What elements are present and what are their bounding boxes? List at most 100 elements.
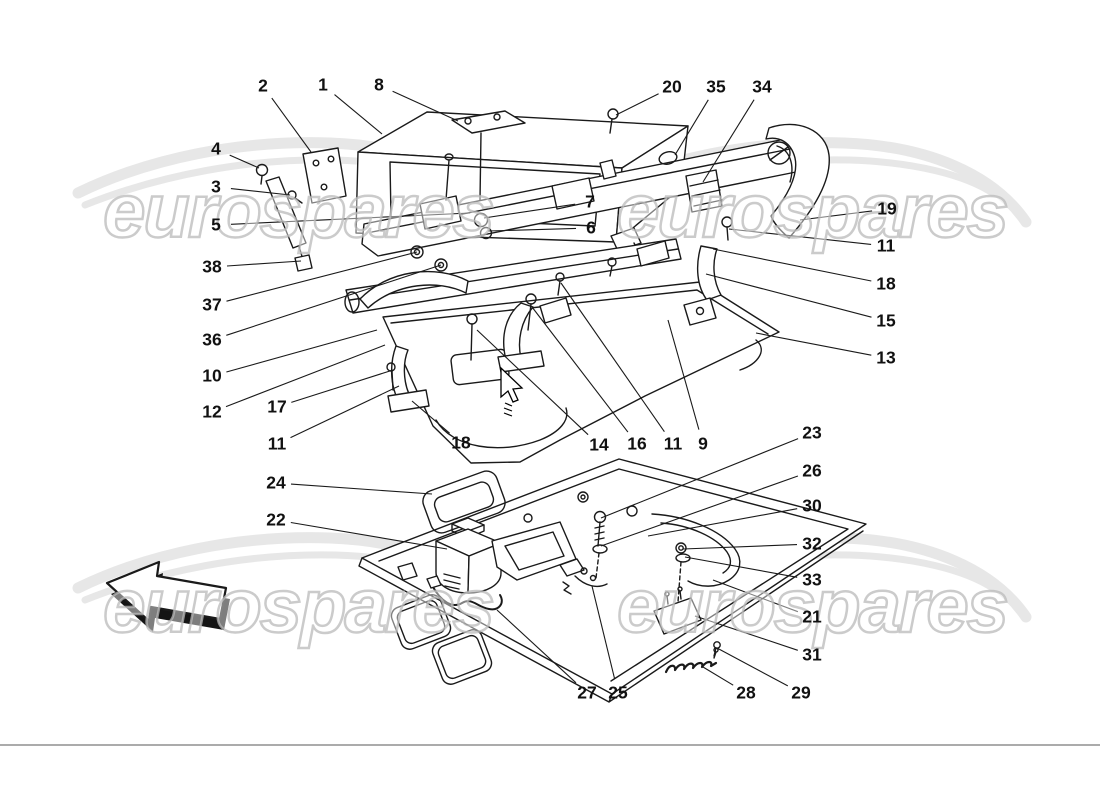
part-number-11[interactable]: 11 [663,433,683,454]
side-trim-panel [765,123,830,239]
part-number-23[interactable]: 23 [802,422,822,443]
part-number-11[interactable]: 11 [267,433,287,454]
part-number-18[interactable]: 18 [451,432,471,453]
leader-line-11 [290,385,400,439]
leader-line-27 [496,609,577,684]
watermark-text-group: eurospares eurospares eurospares eurospa… [102,168,1010,651]
part-number-15[interactable]: 15 [876,310,896,331]
leader-line-20 [615,93,659,116]
part-number-1[interactable]: 1 [318,74,328,95]
part-number-16[interactable]: 16 [627,433,647,454]
part-number-12[interactable]: 12 [202,401,222,422]
rubber-pad [658,151,723,213]
part-number-19[interactable]: 19 [877,198,897,219]
leader-line-18 [712,248,872,282]
part-number-36[interactable]: 36 [202,329,222,350]
leader-line-1 [334,94,383,135]
leader-line-6 [487,227,577,232]
leader-line-3 [230,188,291,196]
lid-panel [358,458,867,703]
part-number-13[interactable]: 13 [876,347,896,368]
diagram-art [105,108,867,703]
part-number-6[interactable]: 6 [586,217,596,238]
leader-line-7 [483,203,576,219]
watermark-text: eurospares [617,564,1007,649]
leader-lines [225,90,873,687]
part-number-22[interactable]: 22 [266,509,286,530]
part-number-34[interactable]: 34 [752,76,772,97]
part-number-21[interactable]: 21 [802,606,822,627]
leader-line-17 [291,369,394,403]
leader-line-21 [712,579,799,613]
lock-mechanism [491,521,608,595]
floor-panel [382,281,780,464]
part-number-4[interactable]: 4 [211,138,221,159]
leader-line-37 [226,251,418,302]
leader-line-2 [271,97,312,153]
leader-line-32 [682,544,798,550]
part-number-14[interactable]: 14 [589,434,609,455]
leader-line-22 [290,521,448,550]
part-number-29[interactable]: 29 [791,682,811,703]
leader-line-4 [229,154,260,169]
strap-bracket [683,216,733,326]
leader-line-12 [225,344,386,408]
leader-line-11 [560,282,665,433]
leader-line-10 [226,329,378,373]
part-number-18[interactable]: 18 [876,273,896,294]
leader-line-9 [667,319,700,430]
leader-line-11 [728,228,872,245]
part-number-2[interactable]: 2 [258,75,268,96]
hinge-plate [302,147,347,204]
leader-line-28 [702,666,734,686]
leader-line-18 [411,400,450,434]
leader-line-13 [755,332,872,356]
leader-line-23 [600,438,799,519]
part-number-31[interactable]: 31 [802,644,822,665]
part-number-35[interactable]: 35 [706,76,726,97]
part-number-38[interactable]: 38 [202,256,222,277]
leader-line-19 [799,210,873,221]
part-number-30[interactable]: 30 [802,495,822,516]
watermark-text: eurospares [103,169,493,254]
part-number-3[interactable]: 3 [211,176,221,197]
footer-divider-line [0,744,1100,746]
part-number-8[interactable]: 8 [374,74,384,95]
part-number-28[interactable]: 28 [736,682,756,703]
part-number-33[interactable]: 33 [802,569,822,590]
leader-line-14 [476,329,589,436]
part-number-7[interactable]: 7 [585,191,595,212]
part-number-26[interactable]: 26 [802,460,822,481]
leader-line-36 [226,264,442,336]
leader-line-24 [290,483,433,495]
leader-line-38 [226,260,302,267]
part-number-11[interactable]: 11 [876,235,896,256]
direction-arrow-left [105,560,230,632]
part-number-10[interactable]: 10 [202,365,222,386]
part-number-5[interactable]: 5 [211,214,221,235]
part-number-24[interactable]: 24 [266,472,286,493]
part-number-37[interactable]: 37 [202,294,222,315]
leader-line-31 [694,615,798,651]
watermark-text: eurospares [617,169,1007,254]
part-number-9[interactable]: 9 [698,433,708,454]
support-brackets [386,293,545,413]
leader-line-15 [705,273,872,318]
leader-line-35 [674,99,709,156]
middle-rail [344,238,682,314]
part-number-25[interactable]: 25 [608,682,628,703]
mouse-cursor-icon [500,366,524,417]
part-number-20[interactable]: 20 [662,76,682,97]
leader-line-34 [702,99,755,183]
leader-line-29 [716,647,789,687]
part-number-32[interactable]: 32 [802,533,822,554]
part-number-27[interactable]: 27 [577,682,597,703]
leader-line-16 [531,306,629,433]
bolt-23 [592,510,608,579]
leader-line-26 [600,475,799,547]
latch-assembly [435,517,510,594]
leader-line-5 [230,212,471,225]
part-number-17[interactable]: 17 [267,396,287,417]
